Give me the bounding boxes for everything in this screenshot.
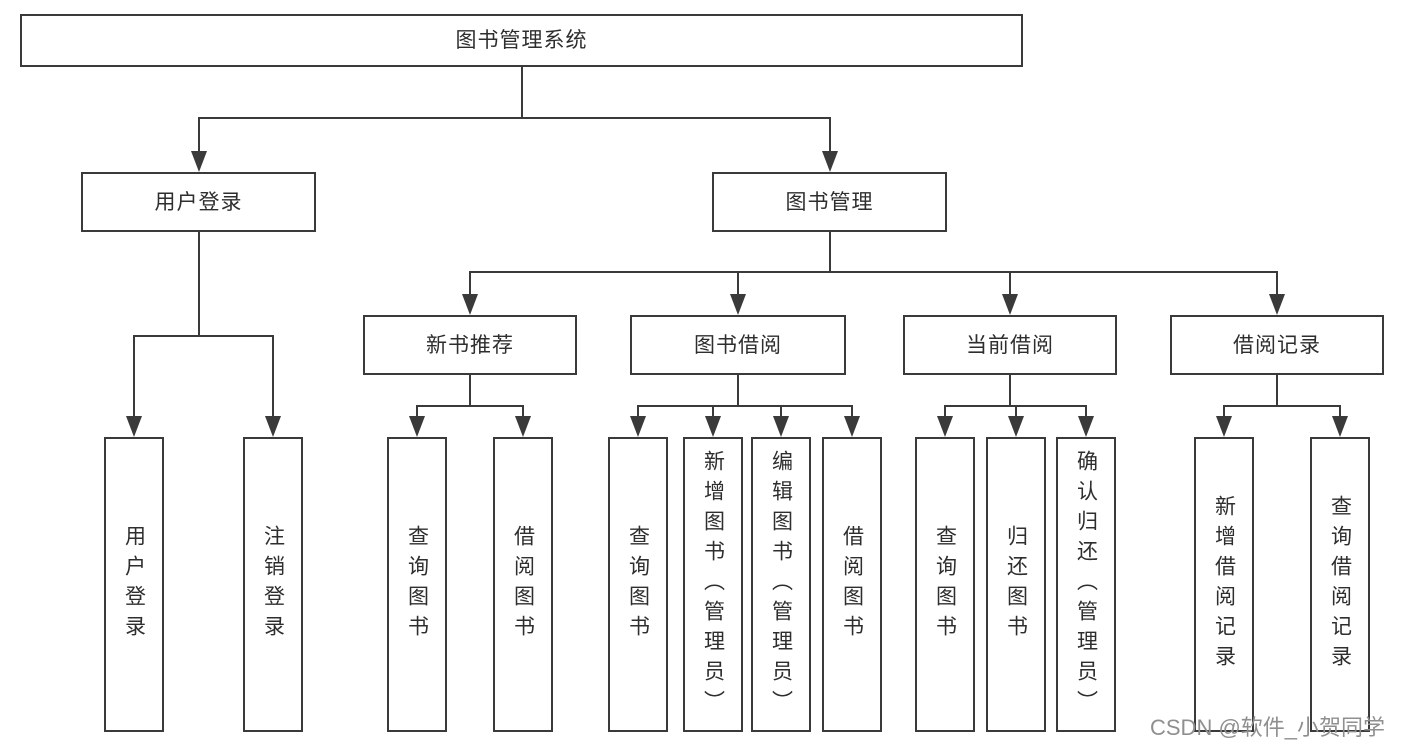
node-leaf-borrow-query: 查询图书 [608,437,668,732]
arrowhead-down-icon [1008,416,1024,437]
node-label-leaf-borrow-query: 查询图书 [626,524,650,645]
connector-fan-book-mgmt [469,271,1278,273]
node-current-borrow: 当前借阅 [903,315,1117,375]
arrowhead-down-icon [1269,294,1285,315]
node-book-borrow: 图书借阅 [630,315,846,375]
node-label-leaf-current-return: 归还图书 [1004,524,1028,645]
node-label-leaf-current-query: 查询图书 [933,524,957,645]
arrowhead-down-icon [844,416,860,437]
connector-stem-root [520,67,523,118]
node-label-root: 图书管理系统 [455,29,588,52]
node-book-mgmt: 图书管理 [712,172,947,232]
arrowhead-down-icon [937,416,953,437]
arrowhead-down-icon [462,294,478,315]
node-leaf-record-query: 查询借阅记录 [1310,437,1370,732]
connector-stem-book-borrow [737,375,739,406]
node-leaf-current-query: 查询图书 [915,437,975,732]
csdn-watermark: CSDN @软件_小贺同学 [1150,715,1386,740]
node-label-borrow-records: 借阅记录 [1233,333,1321,357]
node-root: 图书管理系统 [20,14,1023,67]
connector-drop-user-login [197,118,200,164]
connector-drop-book-mgmt [828,118,831,164]
arrowhead-down-icon [515,416,531,437]
node-leaf-logout: 注销登录 [243,437,303,732]
node-leaf-newbook-borrow: 借阅图书 [493,437,553,732]
arrowhead-down-icon [730,294,746,315]
node-leaf-borrow-add: 新增图书（管理员） [683,437,743,732]
connector-fan-root [197,117,831,119]
connector-drop-borrow-records [1276,272,1278,307]
node-label-leaf-borrow-edit: 编辑图书（管理员） [769,449,793,720]
node-label-leaf-newbook-borrow: 借阅图书 [511,524,535,645]
arrowhead-down-icon [409,416,425,437]
arrowhead-down-icon [265,416,281,437]
arrowhead-down-icon [1332,416,1348,437]
node-label-new-books: 新书推荐 [426,333,514,357]
node-label-current-borrow: 当前借阅 [966,333,1054,357]
node-user-login: 用户登录 [81,172,316,232]
node-label-book-borrow: 图书借阅 [694,333,782,357]
connector-fan-user-login [133,335,274,337]
connector-stem-new-books [469,375,471,406]
connector-drop-leaf-user-login [133,336,135,429]
arrowhead-down-icon [190,151,207,172]
connector-stem-book-mgmt [828,232,831,272]
arrowhead-down-icon [821,151,838,172]
connector-stem-current-borrow [1009,375,1011,406]
arrowhead-down-icon [705,416,721,437]
connector-stem-user-login [197,232,200,336]
connector-fan-borrow-records [1223,405,1341,407]
node-label-leaf-user-login: 用户登录 [122,524,146,645]
node-leaf-borrow-borrow: 借阅图书 [822,437,882,732]
arrowhead-down-icon [630,416,646,437]
node-leaf-current-return: 归还图书 [986,437,1046,732]
node-borrow-records: 借阅记录 [1170,315,1384,375]
arrowhead-down-icon [1078,416,1094,437]
node-label-leaf-newbook-query: 查询图书 [405,524,429,645]
connector-drop-leaf-logout [272,336,274,429]
node-leaf-user-login: 用户登录 [104,437,164,732]
node-leaf-current-confirm: 确认归还（管理员） [1056,437,1116,732]
node-leaf-borrow-edit: 编辑图书（管理员） [751,437,811,732]
node-label-leaf-record-query: 查询借阅记录 [1328,494,1352,675]
connector-drop-current-borrow [1009,272,1011,307]
node-label-leaf-logout: 注销登录 [261,524,285,645]
node-label-user-login: 用户登录 [154,190,243,214]
node-label-leaf-borrow-borrow: 借阅图书 [840,524,864,645]
arrowhead-down-icon [1216,416,1232,437]
arrowhead-down-icon [773,416,789,437]
node-new-books: 新书推荐 [363,315,577,375]
node-label-leaf-current-confirm: 确认归还（管理员） [1074,449,1098,720]
node-label-leaf-borrow-add: 新增图书（管理员） [701,449,725,720]
connector-drop-new-books [469,272,471,307]
connector-fan-book-borrow [637,405,853,407]
node-label-book-mgmt: 图书管理 [785,190,874,214]
connector-fan-new-books [416,405,524,407]
arrowhead-down-icon [1002,294,1018,315]
node-leaf-newbook-query: 查询图书 [387,437,447,732]
node-label-leaf-record-add: 新增借阅记录 [1212,494,1236,675]
arrowhead-down-icon [126,416,142,437]
connector-drop-book-borrow [737,272,739,307]
connector-stem-borrow-records [1276,375,1278,406]
node-leaf-record-add: 新增借阅记录 [1194,437,1254,732]
